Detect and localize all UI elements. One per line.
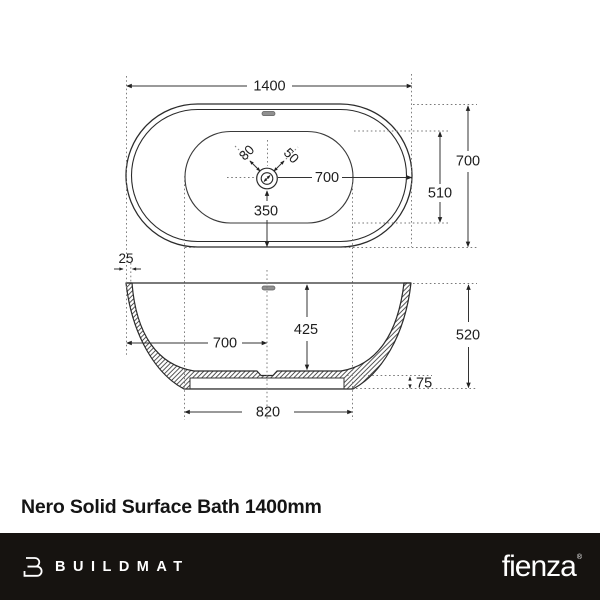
dim-inner-depth-label: 425 xyxy=(294,322,318,338)
dim-height-label: 700 xyxy=(456,154,480,170)
fienza-logo: fienza ® xyxy=(501,549,582,583)
dim-total-height-label: 520 xyxy=(456,328,480,344)
fienza-wordmark: fienza xyxy=(501,549,577,583)
dimension-lines-top xyxy=(126,83,471,248)
buildmat-wordmark: BUILDMAT xyxy=(55,559,190,575)
dim-center-to-bottom-label: 350 xyxy=(254,204,278,220)
dim-base-width-label: 820 xyxy=(256,405,280,421)
dimension-lines-side xyxy=(114,267,471,415)
dim-center-to-edge-label: 700 xyxy=(315,170,339,186)
footer-bar: BUILDMAT fienza ® xyxy=(0,533,600,600)
dim-inner-height-label: 510 xyxy=(428,186,452,202)
dim-width-label: 1400 xyxy=(253,79,285,95)
tub-rim-outline xyxy=(130,108,408,243)
extension-lines xyxy=(126,74,477,420)
technical-drawing: 1400 700 510 700 350 80 50 25 700 425 52… xyxy=(114,74,480,421)
overflow-slot-top xyxy=(261,111,276,117)
drain-diameter-arrows xyxy=(263,175,271,182)
overflow-slot-side xyxy=(261,285,276,291)
side-view xyxy=(125,282,412,390)
dim-base-height-label: 75 xyxy=(416,376,432,392)
buildmat-icon xyxy=(23,557,43,577)
dim-center-to-left-label: 700 xyxy=(213,336,237,352)
page-title: Nero Solid Surface Bath 1400mm xyxy=(21,496,322,518)
tub-section-shell xyxy=(125,282,412,390)
buildmat-logo: BUILDMAT xyxy=(22,555,190,578)
drain xyxy=(256,167,278,190)
fienza-registered-mark: ® xyxy=(576,553,582,561)
dim-rim-thickness-label: 25 xyxy=(118,251,133,266)
